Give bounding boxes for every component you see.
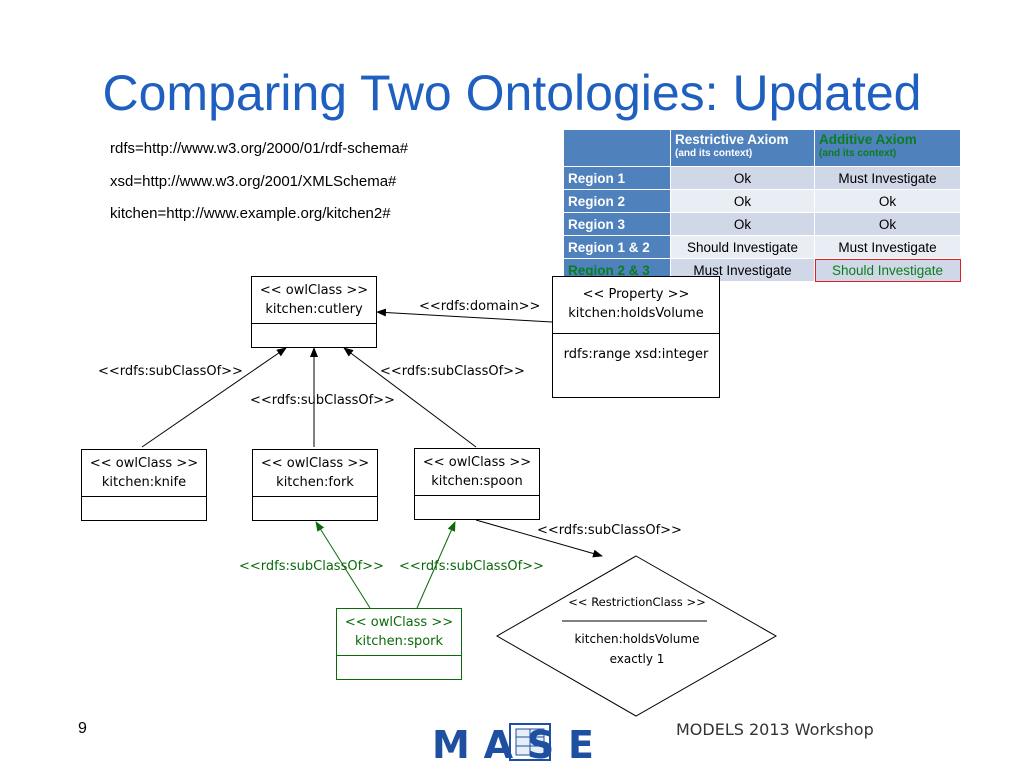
- restrictive-cell: Ok: [670, 212, 815, 236]
- restriction-class[interactable]: << RestrictionClass >> kitchen:holdsVolu…: [498, 593, 776, 669]
- class-box-spork[interactable]: << owlClass >> kitchen:spork: [336, 608, 462, 680]
- header-additive-axiom: Additive Axiom (and its context): [814, 129, 961, 167]
- property-name: kitchen:holdsVolume: [568, 306, 704, 321]
- knife-subclass-connector: [141, 347, 287, 448]
- namespace-rdfs: rdfs=http://www.w3.org/2000/01/rdf-schem…: [110, 140, 409, 157]
- additive-cell: Ok: [814, 189, 961, 213]
- additive-axiom-subtitle: (and its context): [819, 148, 897, 159]
- class-divider: [415, 495, 539, 496]
- class-box-spoon[interactable]: << owlClass >> kitchen:spoon: [414, 448, 540, 520]
- restrictive-axiom-subtitle: (and its context): [675, 148, 753, 159]
- class-stereotype: << owlClass >>: [259, 283, 369, 298]
- class-divider: [82, 496, 206, 497]
- table-row: Region 1 Ok Must Investigate: [563, 166, 961, 190]
- property-header: << Property >> kitchen:holdsVolume: [553, 277, 719, 323]
- additive-cell-highlighted: Should Investigate: [814, 258, 961, 282]
- class-divider: [253, 496, 377, 497]
- class-box-knife[interactable]: << owlClass >> kitchen:knife: [81, 449, 207, 521]
- class-header: << owlClass >> kitchen:fork: [253, 450, 377, 492]
- axiom-region-table: Restrictive Axiom (and its context) Addi…: [563, 129, 961, 282]
- class-stereotype: << owlClass >>: [344, 615, 454, 630]
- class-stereotype: << owlClass >>: [260, 456, 370, 471]
- property-box-holdsvolume[interactable]: << Property >> kitchen:holdsVolume rdfs:…: [552, 276, 720, 398]
- table-row: Region 2 Ok Ok: [563, 189, 961, 213]
- table-row: Region 2 & 3 Must Investigate Should Inv…: [563, 258, 961, 282]
- restriction-diamond: [495, 555, 778, 717]
- restrictive-cell: Should Investigate: [670, 235, 815, 259]
- class-divider: [337, 655, 461, 656]
- restriction-subclass-connector: [475, 519, 603, 558]
- restriction-property: kitchen:holdsVolume: [574, 632, 700, 646]
- restriction-stereotype: << RestrictionClass >>: [568, 595, 706, 609]
- class-name: kitchen:spork: [354, 634, 444, 649]
- label-subclass-fork: <<rdfs:subClassOf>>: [250, 393, 395, 408]
- slide-title: Comparing Two Ontologies: Updated: [102, 65, 922, 121]
- class-name: kitchen:knife: [101, 475, 187, 490]
- header-restrictive-axiom: Restrictive Axiom (and its context): [670, 129, 815, 167]
- class-name: kitchen:spoon: [431, 474, 523, 489]
- namespace-kitchen: kitchen=http://www.example.org/kitchen2#: [110, 205, 391, 222]
- row-region-label: Region 2: [563, 189, 671, 213]
- class-name: kitchen:cutlery: [265, 302, 363, 317]
- label-domain: <<rdfs:domain>>: [419, 299, 541, 314]
- restrictive-cell: Ok: [670, 166, 815, 190]
- spoon-subclass-connector: [343, 347, 477, 448]
- class-header: << owlClass >> kitchen:cutlery: [252, 277, 376, 319]
- class-name: kitchen:fork: [276, 475, 354, 490]
- domain-connector: [376, 308, 553, 323]
- class-header: << owlClass >> kitchen:spoon: [415, 449, 539, 491]
- table-row: Region 3 Ok Ok: [563, 212, 961, 236]
- label-subclass-spoon: <<rdfs:subClassOf>>: [380, 364, 525, 379]
- property-range: rdfs:range xsd:integer: [563, 347, 709, 362]
- row-region-label: Region 3: [563, 212, 671, 236]
- restrictive-cell: Ok: [670, 189, 815, 213]
- class-header: << owlClass >> kitchen:spork: [337, 609, 461, 651]
- property-divider: [553, 333, 719, 334]
- logo-text: MASE: [432, 723, 594, 764]
- additive-cell: Must Investigate: [814, 235, 961, 259]
- namespace-xsd: xsd=http://www.w3.org/2001/XMLSchema#: [110, 173, 397, 190]
- row-region-label: Region 1 & 2: [563, 235, 671, 259]
- table-row: Region 1 & 2 Should Investigate Must Inv…: [563, 235, 961, 259]
- spork-fork-connector: [315, 521, 371, 609]
- footer-text: MODELS 2013 Workshop: [676, 720, 874, 739]
- spork-spoon-connector: [416, 521, 456, 609]
- label-subclass-spork-spoon: <<rdfs:subClassOf>>: [399, 559, 544, 574]
- restriction-cardinality: exactly 1: [609, 652, 665, 666]
- table-corner-cell: [563, 129, 671, 167]
- label-subclass-spork-fork: <<rdfs:subClassOf>>: [239, 559, 384, 574]
- class-divider: [252, 323, 376, 324]
- mase-logo: MASE: [432, 723, 594, 764]
- class-stereotype: << owlClass >>: [89, 456, 199, 471]
- class-box-cutlery[interactable]: << owlClass >> kitchen:cutlery: [251, 276, 377, 348]
- page-number: 9: [78, 720, 87, 737]
- additive-cell: Must Investigate: [814, 166, 961, 190]
- property-stereotype: << Property >>: [582, 287, 690, 302]
- additive-axiom-title: Additive Axiom: [819, 132, 917, 147]
- restrictive-axiom-title: Restrictive Axiom: [675, 132, 789, 147]
- label-subclass-restriction: <<rdfs:subClassOf>>: [537, 523, 682, 538]
- class-stereotype: << owlClass >>: [422, 455, 532, 470]
- label-subclass-knife: <<rdfs:subClassOf>>: [98, 364, 243, 379]
- class-box-fork[interactable]: << owlClass >> kitchen:fork: [252, 449, 378, 521]
- class-header: << owlClass >> kitchen:knife: [82, 450, 206, 492]
- row-region-label: Region 1: [563, 166, 671, 190]
